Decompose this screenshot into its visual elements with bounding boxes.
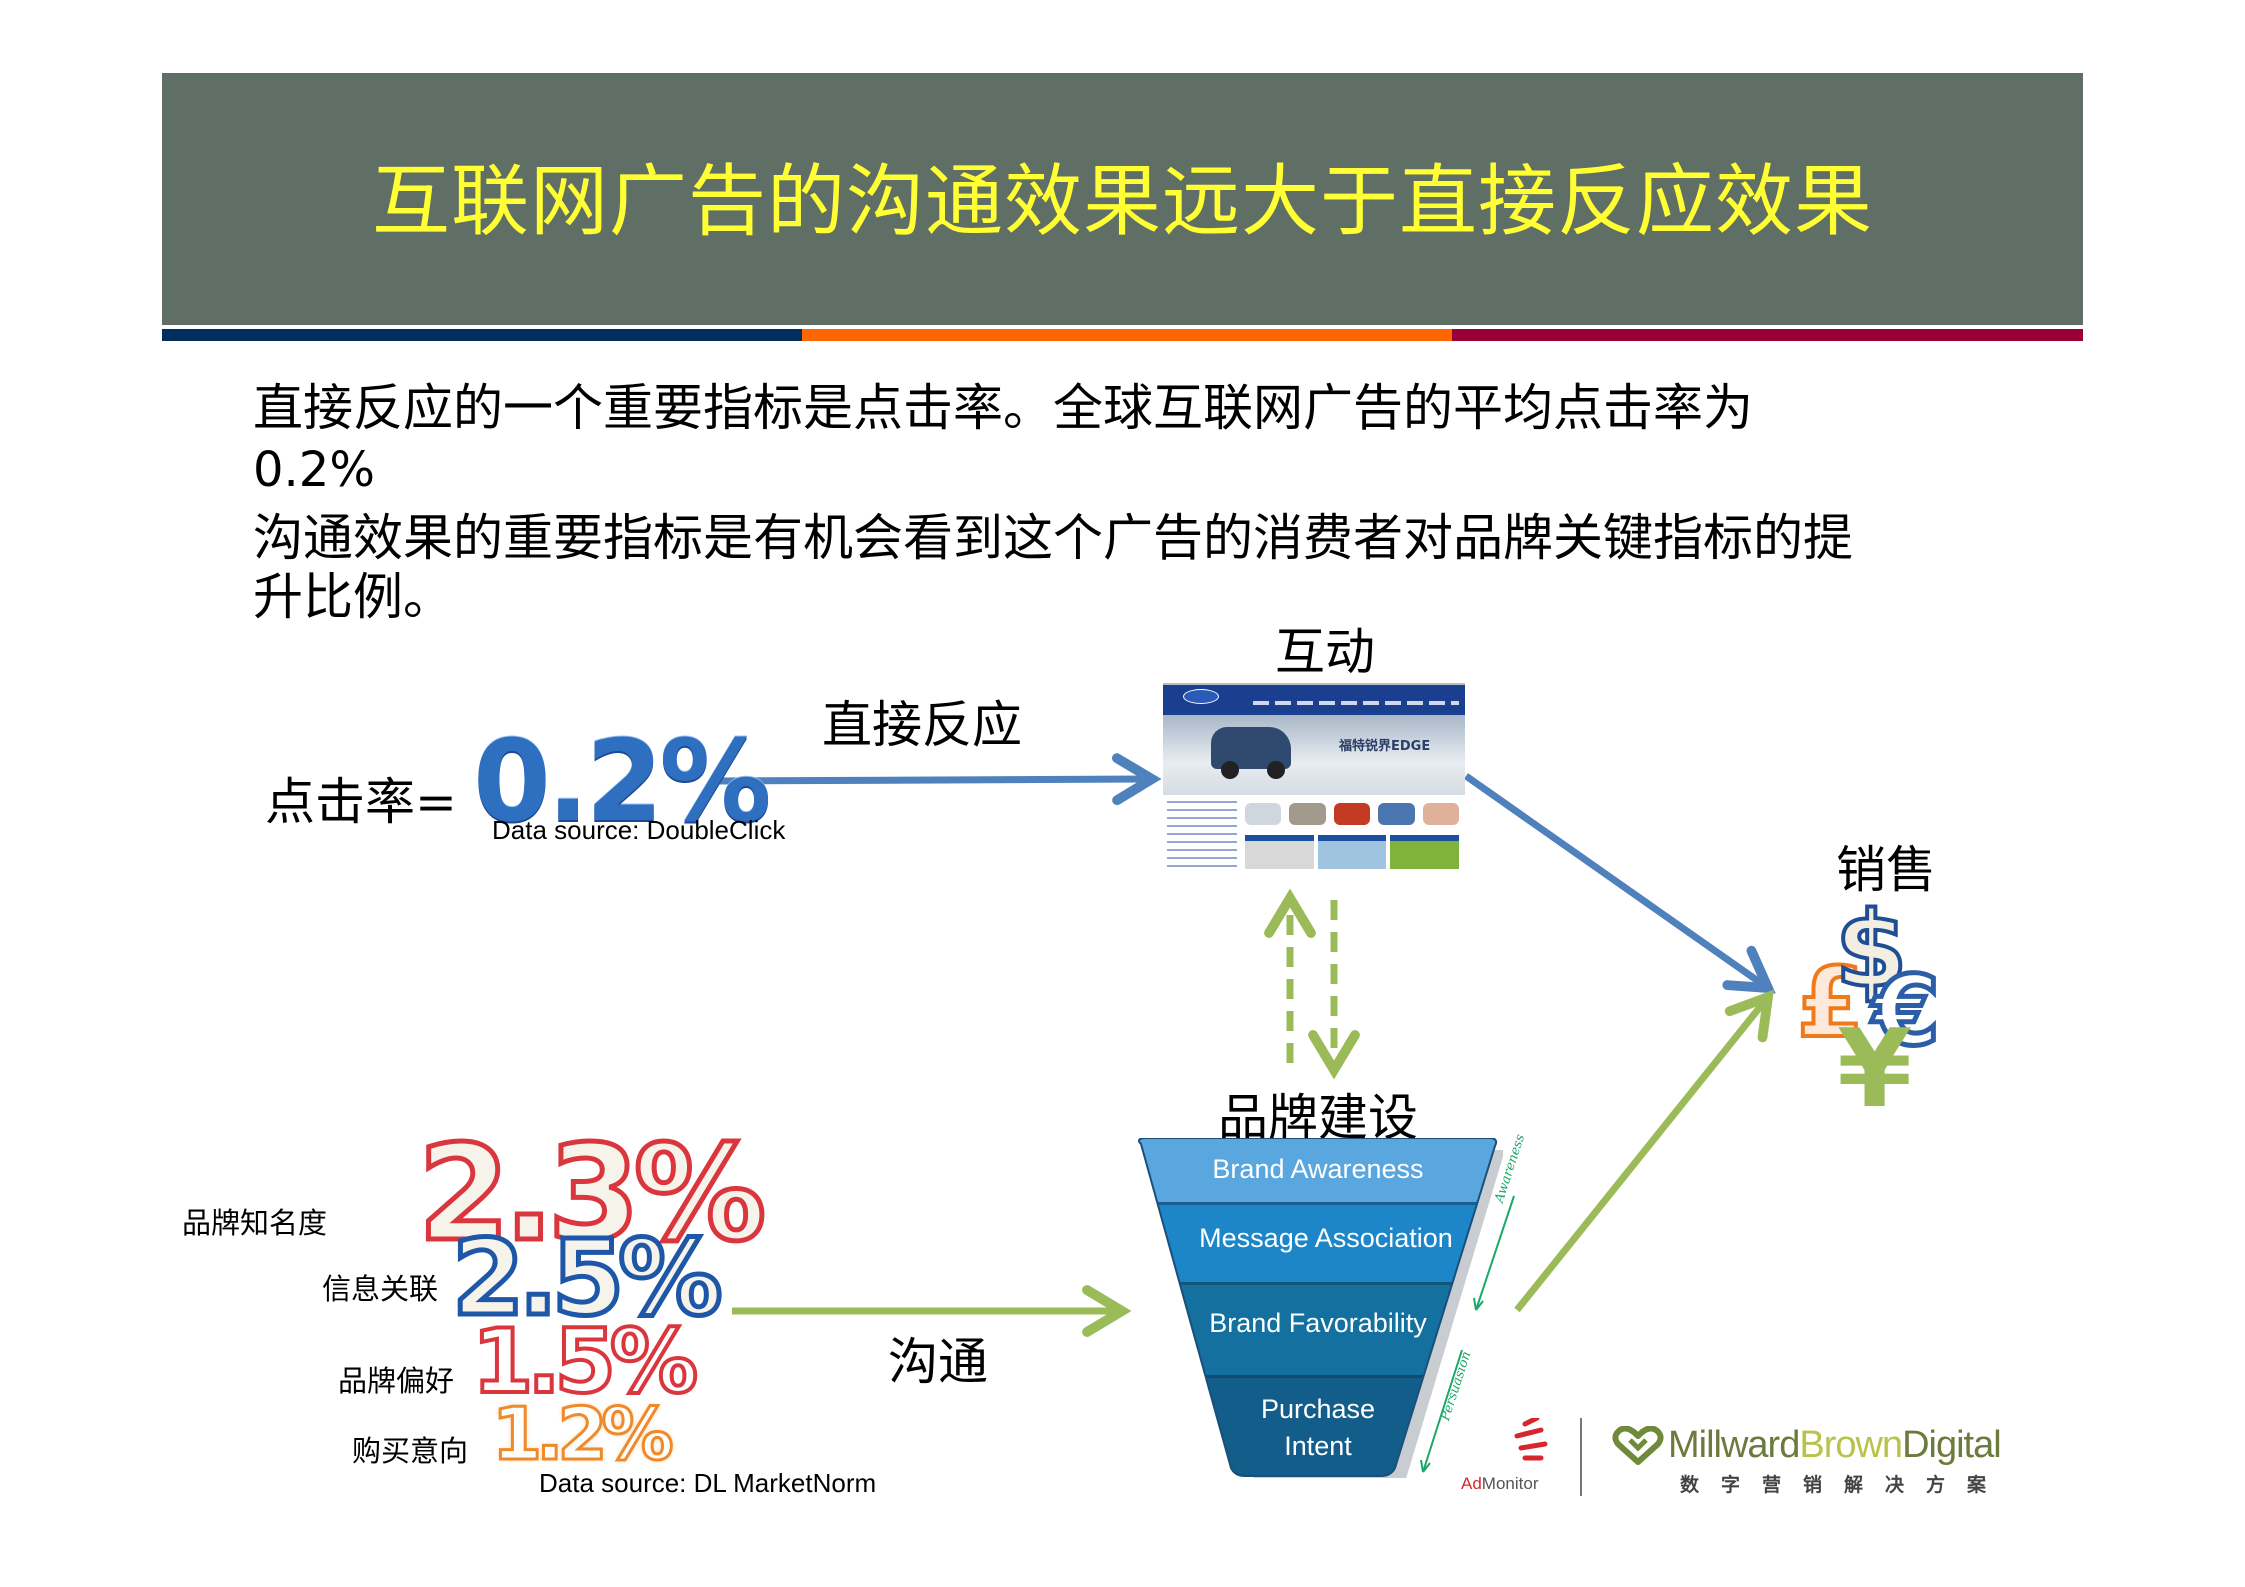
hero-banner: 福特锐界EDGE [1163,715,1465,795]
car-thumb [1289,803,1326,825]
funnel-shape [1138,1138,1503,1478]
brand-funnel: Brand Awareness Message Association Bran… [1133,1138,1503,1478]
mb-wordmark: MillwardBrownDigital [1668,1424,2002,1467]
funnel-stage-purchase: Purchase [1260,1394,1376,1424]
car-thumb [1378,803,1415,825]
body-line-2: 0.2% [253,442,375,498]
brand-metrics-source: Data source: DL MarketNorm [539,1468,877,1498]
slide-title: 互联网广告的沟通效果远大于直接反应效果 [371,157,1873,247]
dollar-icon: $ [1833,887,1909,1013]
stripe-navy [162,329,802,341]
funnel-stage-association: Message Association [1199,1223,1453,1253]
metric-value-intent: 1.2% [491,1392,676,1476]
ctr-source: Data source: DoubleClick [492,815,786,845]
yen-icon: ¥ [1837,1007,1913,1132]
direct-response-arrow [715,753,1162,806]
interaction-to-sales-arrow [1463,773,1776,994]
ctr-label: 点击率= [265,773,457,831]
promo-tiles [1245,835,1460,869]
admonitor-burst-icon [1514,1418,1548,1461]
interaction-label: 互动 [1275,623,1375,681]
metric-label-intent: 购买意向 [352,1434,469,1468]
title-banner: 互联网广告的沟通效果远大于直接反应效果 [162,73,2083,325]
brand-to-sales-arrow [1514,989,1774,1313]
direct-response-label: 直接反应 [822,696,1022,754]
metric-label-preference: 品牌偏好 [338,1364,455,1398]
stripe-crimson [1452,329,2083,341]
funnel-side-arrows [1420,1195,1515,1473]
body-line-4: 升比例。 [253,568,453,626]
admonitor-ad: Ad [1461,1474,1482,1493]
body-line-3: 沟通效果的重要指标是有机会看到这个广告的消费者对品牌关键指标的提 [253,509,1853,567]
car-thumb [1245,803,1282,825]
funnel-stage-intent: Intent [1284,1431,1352,1461]
promo-tile [1317,835,1387,869]
news-list [1167,801,1237,867]
euro-icon: € [1871,953,1943,1070]
metric-value-awareness: 2.3% [415,1117,768,1271]
car-wheel-icon [1221,761,1239,779]
metric-label-association: 信息关联 [322,1272,439,1306]
promo-tile [1245,835,1314,869]
car-thumb [1422,803,1460,825]
admonitor-monitor: Monitor [1481,1474,1539,1493]
promo-tile [1390,835,1460,869]
communication-label: 沟通 [888,1333,988,1391]
nav-items [1253,701,1459,705]
stripe-orange [802,329,1452,341]
car-lineup [1245,803,1460,825]
mb-millward: Millward [1668,1424,1800,1466]
currency-icon-cluster: £ $ € ¥ [1795,887,1965,1135]
hero-headline: 福特锐界EDGE [1339,739,1431,754]
metric-label-awareness: 品牌知名度 [182,1206,328,1240]
sales-label: 销售 [1836,841,1936,899]
mb-brown: Brown [1799,1424,1903,1466]
ctr-value: 0.2% [473,717,772,847]
metric-value-preference: 1.5% [470,1310,700,1413]
metric-value-association: 2.5% [449,1217,724,1339]
body-line-1: 直接反应的一个重要指标是点击率。全球互联网广告的平均点击率为 [253,379,1753,437]
millward-brown-digital-logo: MillwardBrownDigital 数字营销解决方案 [1612,1424,2022,1500]
ford-logo-icon [1183,689,1219,704]
mb-digital: Digital [1902,1424,2002,1466]
admonitor-logo: AdMonitor [1455,1418,1565,1500]
funnel-stage-favorability: Brand Favorability [1209,1308,1427,1338]
mb-subtitle: 数字营销解决方案 [1680,1474,2009,1496]
car-wheel-icon [1267,761,1285,779]
funnel-stage-awareness: Brand Awareness [1212,1154,1424,1184]
mb-heart-icon [1612,1426,1664,1465]
ford-website-thumbnail: 福特锐界EDGE [1163,683,1465,872]
logo-divider [1580,1418,1582,1496]
admonitor-wordmark: AdMonitor [1461,1474,1538,1494]
car-thumb [1333,803,1371,825]
pound-icon: £ [1795,945,1866,1061]
site-nav-bar [1163,685,1465,715]
